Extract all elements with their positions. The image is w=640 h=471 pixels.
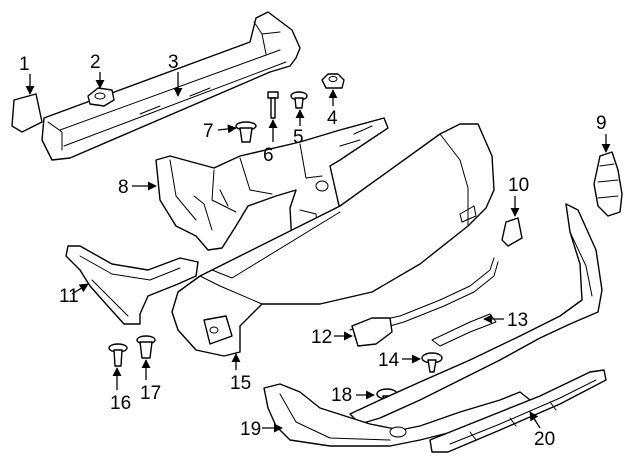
svg-text:18: 18 (331, 385, 352, 406)
svg-text:2: 2 (90, 52, 101, 73)
part-bolt (267, 91, 279, 119)
part-side-bracket (65, 245, 199, 325)
svg-text:5: 5 (293, 127, 304, 148)
callout-2: 10 (508, 175, 529, 217)
callout-12: 20 (529, 411, 555, 450)
callout-3: 11 (59, 283, 89, 307)
part-lower-valance (263, 383, 531, 447)
svg-text:3: 3 (168, 52, 179, 73)
svg-text:9: 9 (596, 113, 607, 134)
svg-text:8: 8 (118, 177, 129, 198)
callout-18: 3 (168, 52, 183, 97)
svg-text:1: 1 (19, 54, 30, 75)
callout-15: 18 (331, 385, 375, 406)
svg-text:17: 17 (140, 383, 161, 404)
part-clip-lower (421, 352, 443, 373)
part-lower-fascia-right (349, 203, 603, 425)
part-reflector (501, 217, 523, 247)
part-nut (87, 87, 115, 107)
svg-text:20: 20 (534, 429, 555, 450)
svg-text:14: 14 (378, 350, 400, 371)
callout-6: 8 (118, 177, 157, 198)
part-wiring-bracket (349, 257, 499, 347)
svg-text:10: 10 (508, 175, 529, 196)
callout-20: 1 (19, 54, 35, 95)
part-clip (136, 335, 156, 359)
svg-text:19: 19 (240, 419, 261, 440)
svg-text:4: 4 (327, 108, 338, 129)
svg-text:16: 16 (110, 393, 131, 414)
part-side-bracket-right (593, 151, 623, 217)
callout-4: 16 (110, 367, 131, 414)
part-screw (108, 343, 128, 367)
callout-17: 14 (378, 350, 421, 371)
part-cover-plate (11, 93, 43, 133)
callout-11: 19 (240, 419, 283, 440)
svg-text:13: 13 (507, 310, 528, 331)
part-reinforcement-bar (41, 11, 301, 161)
part-flange-nut (321, 73, 345, 89)
callout-13: 9 (596, 113, 611, 153)
part-rivet (235, 121, 257, 143)
svg-text:15: 15 (230, 373, 251, 394)
svg-text:7: 7 (203, 121, 214, 142)
callout-10: 6 (263, 119, 278, 166)
callout-14: 12 (311, 327, 353, 348)
part-push-clip (290, 91, 308, 109)
callout-19: 2 (90, 52, 105, 89)
svg-text:6: 6 (263, 145, 274, 166)
callout-16: 13 (483, 310, 528, 331)
svg-text:12: 12 (311, 327, 332, 348)
callout-7: 5 (293, 109, 305, 148)
callout-8: 4 (327, 89, 338, 129)
callout-9: 7 (203, 121, 237, 142)
callout-1: 15 (230, 353, 251, 394)
part-skid-trim (429, 369, 607, 453)
svg-text:11: 11 (59, 286, 79, 307)
part-bumper-cover (171, 123, 495, 357)
callout-5: 17 (140, 359, 161, 404)
